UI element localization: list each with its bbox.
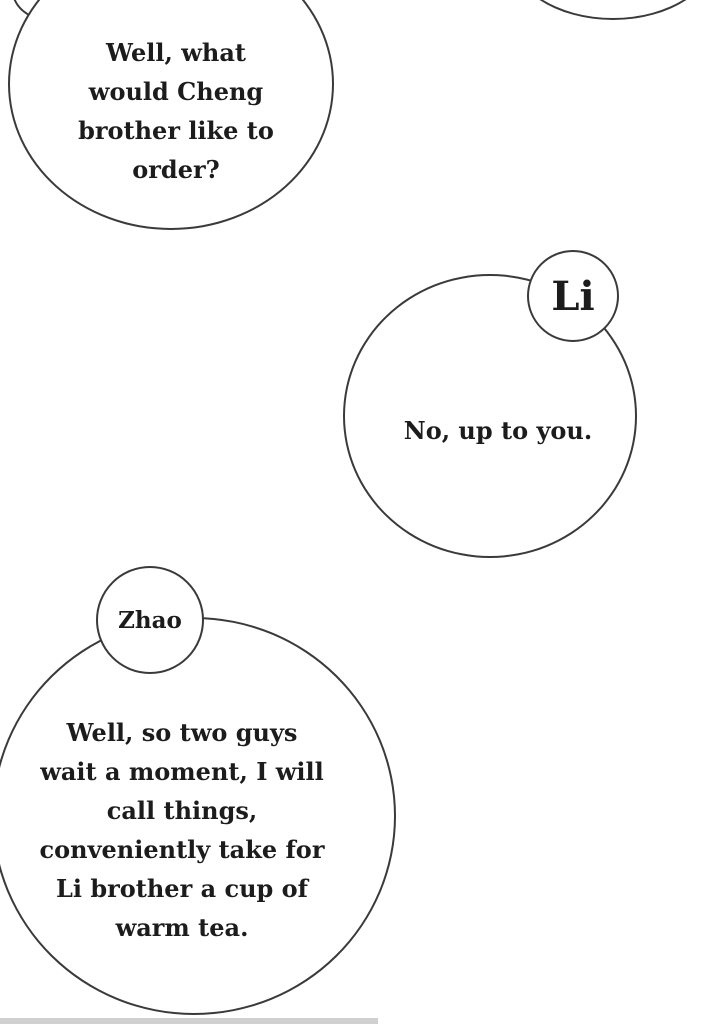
speaker-name-li: Li xyxy=(551,272,595,320)
speaker-name-zhao: Zhao xyxy=(118,606,182,634)
speaker-tag-li: Li xyxy=(527,250,619,342)
speech-bubble-2-text: No, up to you. xyxy=(403,416,593,445)
speech-bubble-3 xyxy=(0,617,396,1015)
speech-bubble-1-text: Well, what would Cheng brother like to o… xyxy=(78,38,274,184)
scroll-progress-bar xyxy=(0,1018,378,1024)
partial-bubble-top-right xyxy=(508,0,718,20)
speaker-tag-zhao: Zhao xyxy=(96,566,204,674)
speech-bubble-1 xyxy=(8,0,334,230)
speech-bubble-3-text: Well, so two guys wait a moment, I will … xyxy=(39,718,325,942)
